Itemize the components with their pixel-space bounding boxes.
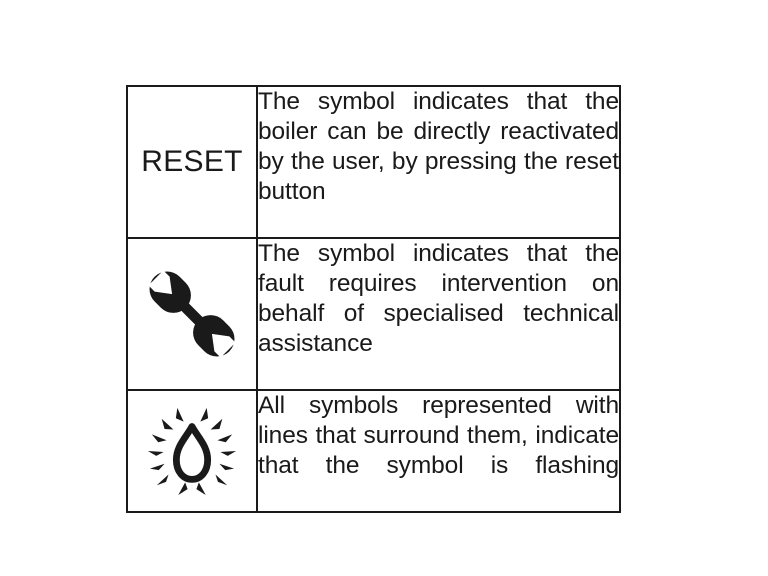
table-row: The symbol indicates that the fault requ… [126,237,621,391]
description-text: The symbol indicates that the fault requ… [258,240,619,357]
legend-table-body: RESET The symbol indicates that the boil… [126,85,621,513]
description-cell-reset: The symbol indicates that the boiler can… [256,85,621,239]
table-row: RESET The symbol indicates that the boil… [126,85,621,239]
symbol-cell-flame [126,389,258,513]
symbol-legend-table: RESET The symbol indicates that the boil… [126,85,621,513]
description-cell-wrench: The symbol indicates that the fault requ… [256,237,621,391]
description-cell-flame: All symbols represented with lines that … [256,389,621,513]
table-row: All symbols represented with lines that … [126,389,621,513]
reset-text-symbol: RESET [141,145,243,178]
flashing-flame-icon [128,405,256,497]
wrench-icon [128,270,256,358]
description-text: The symbol indicates that the boiler can… [258,88,619,205]
symbol-cell-wrench [126,237,258,391]
description-text: All symbols represented with lines that … [258,392,619,479]
symbol-cell-reset: RESET [126,85,258,239]
